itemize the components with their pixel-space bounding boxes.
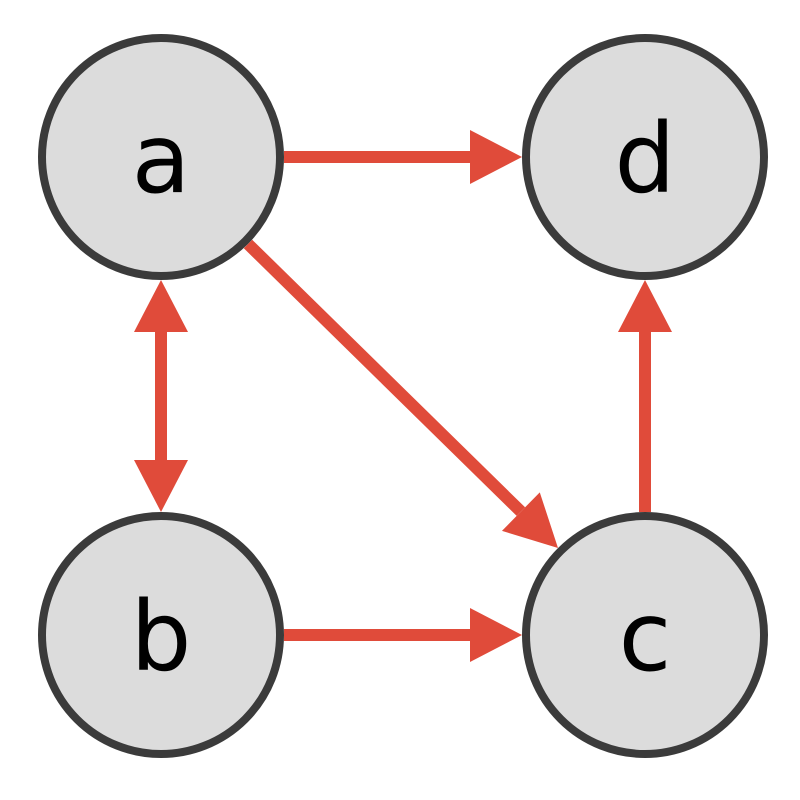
edge-a-to-b xyxy=(134,280,188,512)
edge-shaft xyxy=(639,332,651,512)
node-c[interactable]: c xyxy=(522,512,768,758)
node-circle[interactable] xyxy=(522,34,768,280)
edge-c-to-d xyxy=(618,280,672,512)
edge-b-to-c xyxy=(284,608,522,662)
arrowhead-forward xyxy=(470,608,522,662)
arrowhead-forward xyxy=(134,460,188,512)
nodes-layer: a d b c xyxy=(38,34,768,758)
arrowhead-backward xyxy=(134,280,188,332)
node-label: a xyxy=(132,103,191,215)
arrowhead-forward xyxy=(618,280,672,332)
node-circle[interactable] xyxy=(38,512,284,758)
edge-shaft xyxy=(243,239,526,516)
edges-layer xyxy=(134,130,672,662)
node-b[interactable]: b xyxy=(38,512,284,758)
arrowhead-forward xyxy=(470,130,522,184)
node-a[interactable]: a xyxy=(38,34,284,280)
node-d[interactable]: d xyxy=(522,34,768,280)
node-label: c xyxy=(619,581,672,693)
node-label: b xyxy=(131,581,192,693)
node-label: d xyxy=(615,103,676,215)
arrowhead-forward xyxy=(501,492,558,548)
edge-shaft xyxy=(284,629,470,641)
node-circle[interactable] xyxy=(522,512,768,758)
edge-a-to-c xyxy=(243,239,558,548)
edge-shaft xyxy=(155,332,167,460)
edge-shaft xyxy=(284,151,470,163)
node-circle[interactable] xyxy=(38,34,284,280)
edge-a-to-d xyxy=(284,130,522,184)
